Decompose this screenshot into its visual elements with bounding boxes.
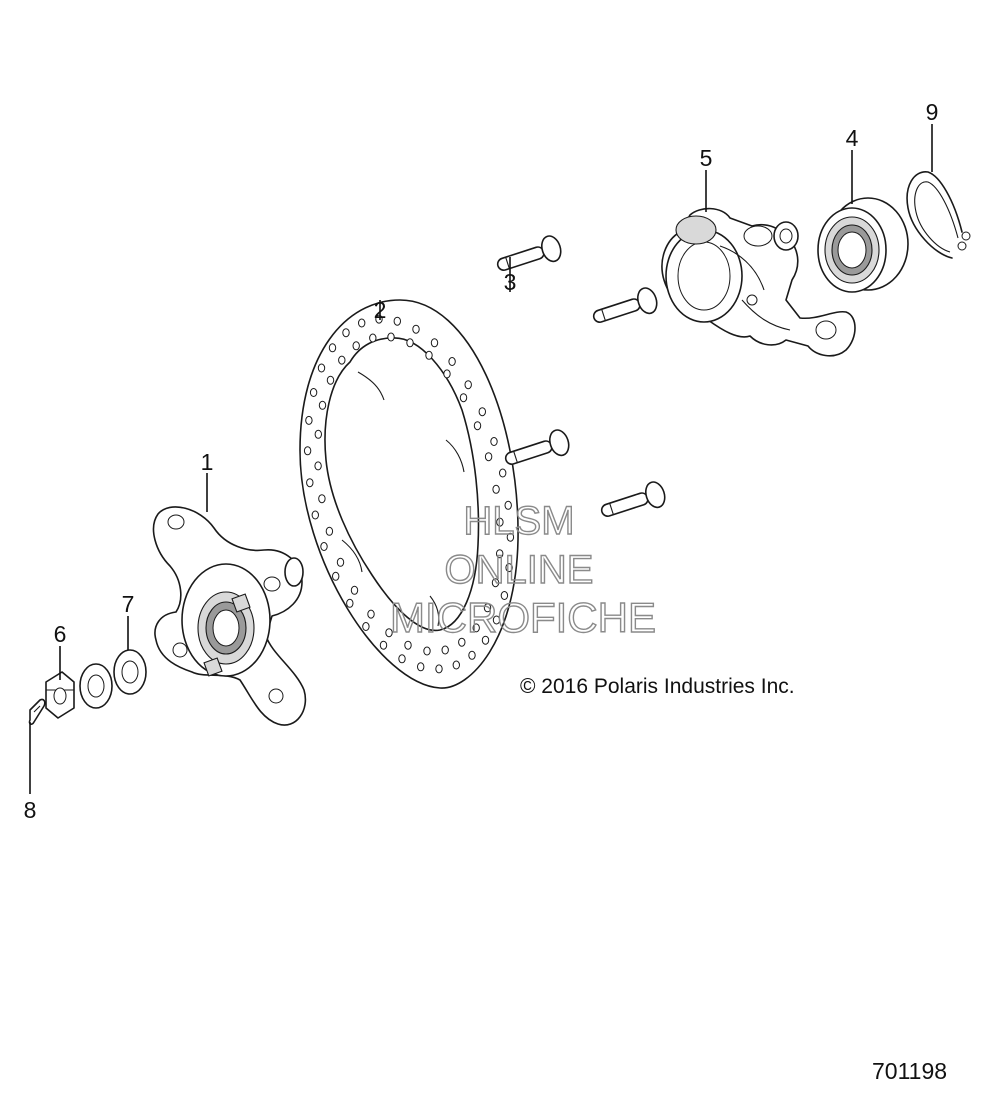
- rotor-hole: [484, 452, 493, 462]
- rotor-hole: [311, 510, 319, 520]
- rotor-hole: [342, 328, 350, 338]
- rotor-hole: [472, 623, 480, 633]
- retaining-ring[interactable]: [906, 171, 971, 259]
- rotor-hole: [404, 640, 412, 650]
- rotor-hole: [393, 316, 401, 326]
- rotor-hole: [478, 407, 486, 417]
- rotor-hole: [332, 571, 340, 581]
- callout-7: 7: [122, 591, 135, 617]
- washer[interactable]: [79, 663, 113, 709]
- watermark: HLSM ONLINE MICROFICHE: [389, 498, 656, 641]
- rotor-hole: [423, 646, 431, 656]
- watermark-line-1: HLSM: [463, 499, 574, 543]
- rotor-hole: [430, 338, 439, 348]
- rotor-hole: [352, 341, 360, 351]
- rotor-ventilation-holes: [303, 314, 515, 674]
- rotor-hole: [496, 517, 504, 527]
- rotor-hole: [417, 662, 425, 672]
- rotor-hole: [369, 333, 377, 343]
- watermark-line-3: MICROFICHE: [390, 594, 656, 641]
- copyright-notice: © 2016 Polaris Industries Inc.: [520, 675, 795, 698]
- rotor-hole: [318, 400, 327, 410]
- rotor-hole: [464, 380, 472, 390]
- rotor-hole: [305, 415, 313, 425]
- rotor-hole: [441, 645, 449, 655]
- rotor-hole: [309, 388, 318, 397]
- rotor-hole: [306, 478, 314, 488]
- rotor-hole: [473, 421, 482, 431]
- rotor-hole: [358, 318, 366, 328]
- callout-1: 1: [201, 449, 214, 475]
- rotor-hole: [491, 578, 500, 588]
- rotor-hole: [326, 375, 335, 385]
- rotor-hole: [379, 640, 388, 650]
- wheel-hub[interactable]: [152, 506, 307, 726]
- rotor-hole: [506, 532, 515, 542]
- rotor-hole: [425, 350, 433, 360]
- castle-nut[interactable]: [45, 671, 75, 719]
- watermark-line-2: ONLINE: [445, 548, 594, 592]
- rotor-hole: [443, 369, 451, 379]
- rotor-hole: [318, 494, 326, 504]
- rotor-hole: [385, 628, 393, 638]
- rotor-hole: [468, 650, 476, 660]
- rotor-hole: [483, 603, 492, 613]
- callout-2: 2: [374, 297, 387, 323]
- rotor-hole: [412, 324, 420, 334]
- rotor-hole: [496, 549, 504, 559]
- rotor-hole: [325, 526, 334, 536]
- rotor-hole: [314, 429, 322, 439]
- rotor-hole: [317, 363, 326, 373]
- rotor-hole: [336, 557, 345, 567]
- cotter-pin[interactable]: [28, 698, 46, 725]
- rotor-hole: [320, 542, 328, 551]
- callout-4: 4: [846, 125, 859, 151]
- washer[interactable]: [113, 649, 147, 695]
- callout-3: 3: [504, 269, 517, 295]
- callout-8: 8: [24, 797, 37, 823]
- rotor-hole: [458, 637, 466, 647]
- rotor-hole: [387, 332, 395, 342]
- rotor-hole: [338, 355, 346, 365]
- rotor-hole: [505, 563, 513, 573]
- brake-rotor[interactable]: [299, 299, 519, 689]
- rotor-hole: [490, 437, 498, 446]
- rotor-hole: [452, 660, 460, 670]
- wheel-stud[interactable]: [598, 480, 668, 525]
- rotor-hole: [459, 393, 468, 403]
- rotor-hole: [367, 609, 375, 619]
- rotor-hole: [350, 585, 359, 595]
- rotor-hole: [314, 461, 322, 471]
- rotor-hole: [362, 622, 370, 631]
- rotor-hole: [504, 500, 512, 510]
- rotor-hole: [492, 484, 500, 494]
- wheel-bearing[interactable]: [817, 197, 909, 293]
- diagram-number: 701198: [872, 1058, 948, 1084]
- rotor-hole: [406, 338, 414, 348]
- rotor-hole: [303, 446, 312, 456]
- callout-5: 5: [700, 145, 713, 171]
- rotor-hole: [500, 591, 509, 600]
- wheel-stud[interactable]: [590, 286, 660, 331]
- leader-lines: [29, 124, 933, 794]
- rotor-hole: [346, 598, 354, 608]
- callout-6: 6: [54, 621, 67, 647]
- callout-9: 9: [926, 99, 939, 125]
- rotor-hole: [492, 615, 501, 625]
- rotor-hole: [448, 357, 456, 366]
- rotor-hole: [435, 664, 443, 674]
- wheel-stud[interactable]: [502, 428, 572, 473]
- rotor-hole: [499, 468, 507, 478]
- rotor-hole: [328, 343, 337, 353]
- rotor-hole: [481, 635, 490, 645]
- steering-knuckle[interactable]: [661, 207, 856, 357]
- rotor-hole: [398, 654, 406, 664]
